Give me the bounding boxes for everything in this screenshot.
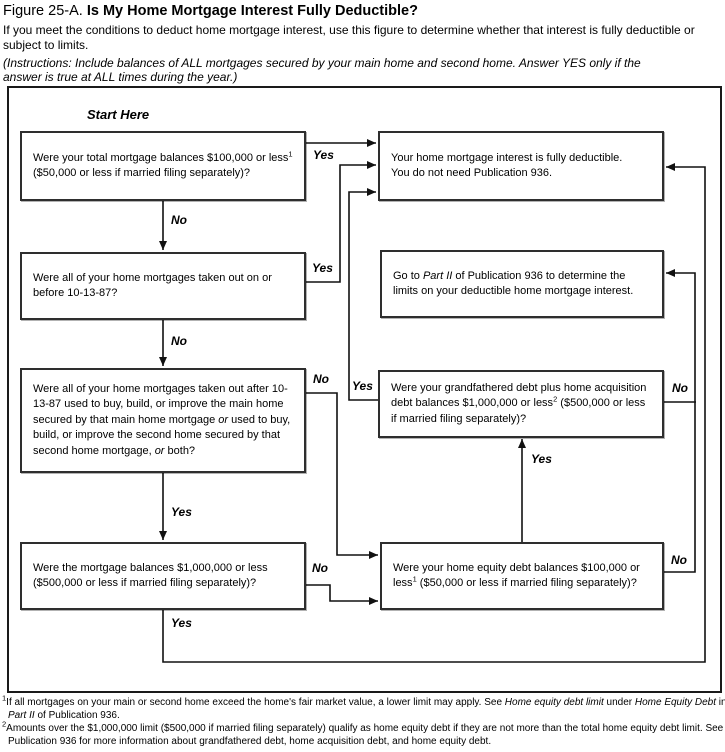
flow-box-q5-text: Were your home equity debt balances $100… xyxy=(393,561,640,590)
figure-number-label: Figure 25-A. xyxy=(3,3,83,19)
label-q6-no: No xyxy=(671,381,689,395)
flow-box-q4-text: Were the mortgage balances $1,000,000 or… xyxy=(33,561,268,590)
figure-title-text: Is My Home Mortgage Interest Fully Deduc… xyxy=(86,3,418,19)
label-q3-yes: Yes xyxy=(170,505,193,519)
label-q1-no: No xyxy=(170,213,188,227)
label-q3-no: No xyxy=(312,372,330,386)
footnote-2: 2Amounts over the $1,000,000 limit ($500… xyxy=(2,719,724,747)
label-q2-no: No xyxy=(170,334,188,348)
label-q1-yes: Yes xyxy=(312,148,335,162)
flow-box-q4-million-limit: Were the mortgage balances $1,000,000 or… xyxy=(20,542,306,610)
flow-box-q3-after-101387: Were all of your home mortgages taken ou… xyxy=(20,368,306,473)
flow-box-q1-text: Were your total mortgage balances $100,0… xyxy=(33,148,293,179)
footnote-ref-2: 2 xyxy=(553,394,558,404)
result-fully-deductible-line2: You do not need Publication 936. xyxy=(391,167,553,179)
label-q2-yes: Yes xyxy=(311,261,334,275)
start-here-label: Start Here xyxy=(87,107,150,122)
figure-instructions: (Instructions: Include balances of ALL m… xyxy=(3,56,641,84)
label-q5-yes: Yes xyxy=(530,452,553,466)
flow-box-q3-text: Were all of your home mortgages taken ou… xyxy=(33,382,291,457)
flow-box-q5-home-equity: Were your home equity debt balances $100… xyxy=(380,542,664,610)
figure-title: Figure 25-A. Is My Home Mortgage Interes… xyxy=(3,3,418,19)
flow-box-result-part2: Go to Part II of Publication 936 to dete… xyxy=(380,250,664,318)
label-q4-no: No xyxy=(311,561,329,575)
label-q4-yes: Yes xyxy=(170,616,193,630)
flow-box-q2-text: Were all of your home mortgages taken ou… xyxy=(33,271,272,300)
part2-italic: Part II xyxy=(422,269,453,282)
flow-box-q6-text: Were your grandfathered debt plus home a… xyxy=(391,381,647,425)
footnote-ref-1b: 1 xyxy=(412,574,417,584)
flow-box-q2-before-101387: Were all of your home mortgages taken ou… xyxy=(20,252,306,320)
result-part2-text: Go to Part II of Publication 936 to dete… xyxy=(393,269,634,298)
footnote-1: 1If all mortgages on your main or second… xyxy=(2,693,725,721)
label-q5-no: No xyxy=(670,553,688,567)
figure-subtitle: If you meet the conditions to deduct hom… xyxy=(3,23,695,52)
flow-box-q1-total-balances: Were your total mortgage balances $100,0… xyxy=(20,131,306,201)
flow-box-q6-grandfathered-debt: Were your grandfathered debt plus home a… xyxy=(378,370,664,438)
flow-box-result-fully-deductible: Your home mortgage interest is fully ded… xyxy=(378,131,664,201)
result-fully-deductible-line1: Your home mortgage interest is fully ded… xyxy=(391,151,623,164)
footnote-ref-1: 1 xyxy=(288,148,293,158)
label-q6-yes: Yes xyxy=(351,379,374,393)
